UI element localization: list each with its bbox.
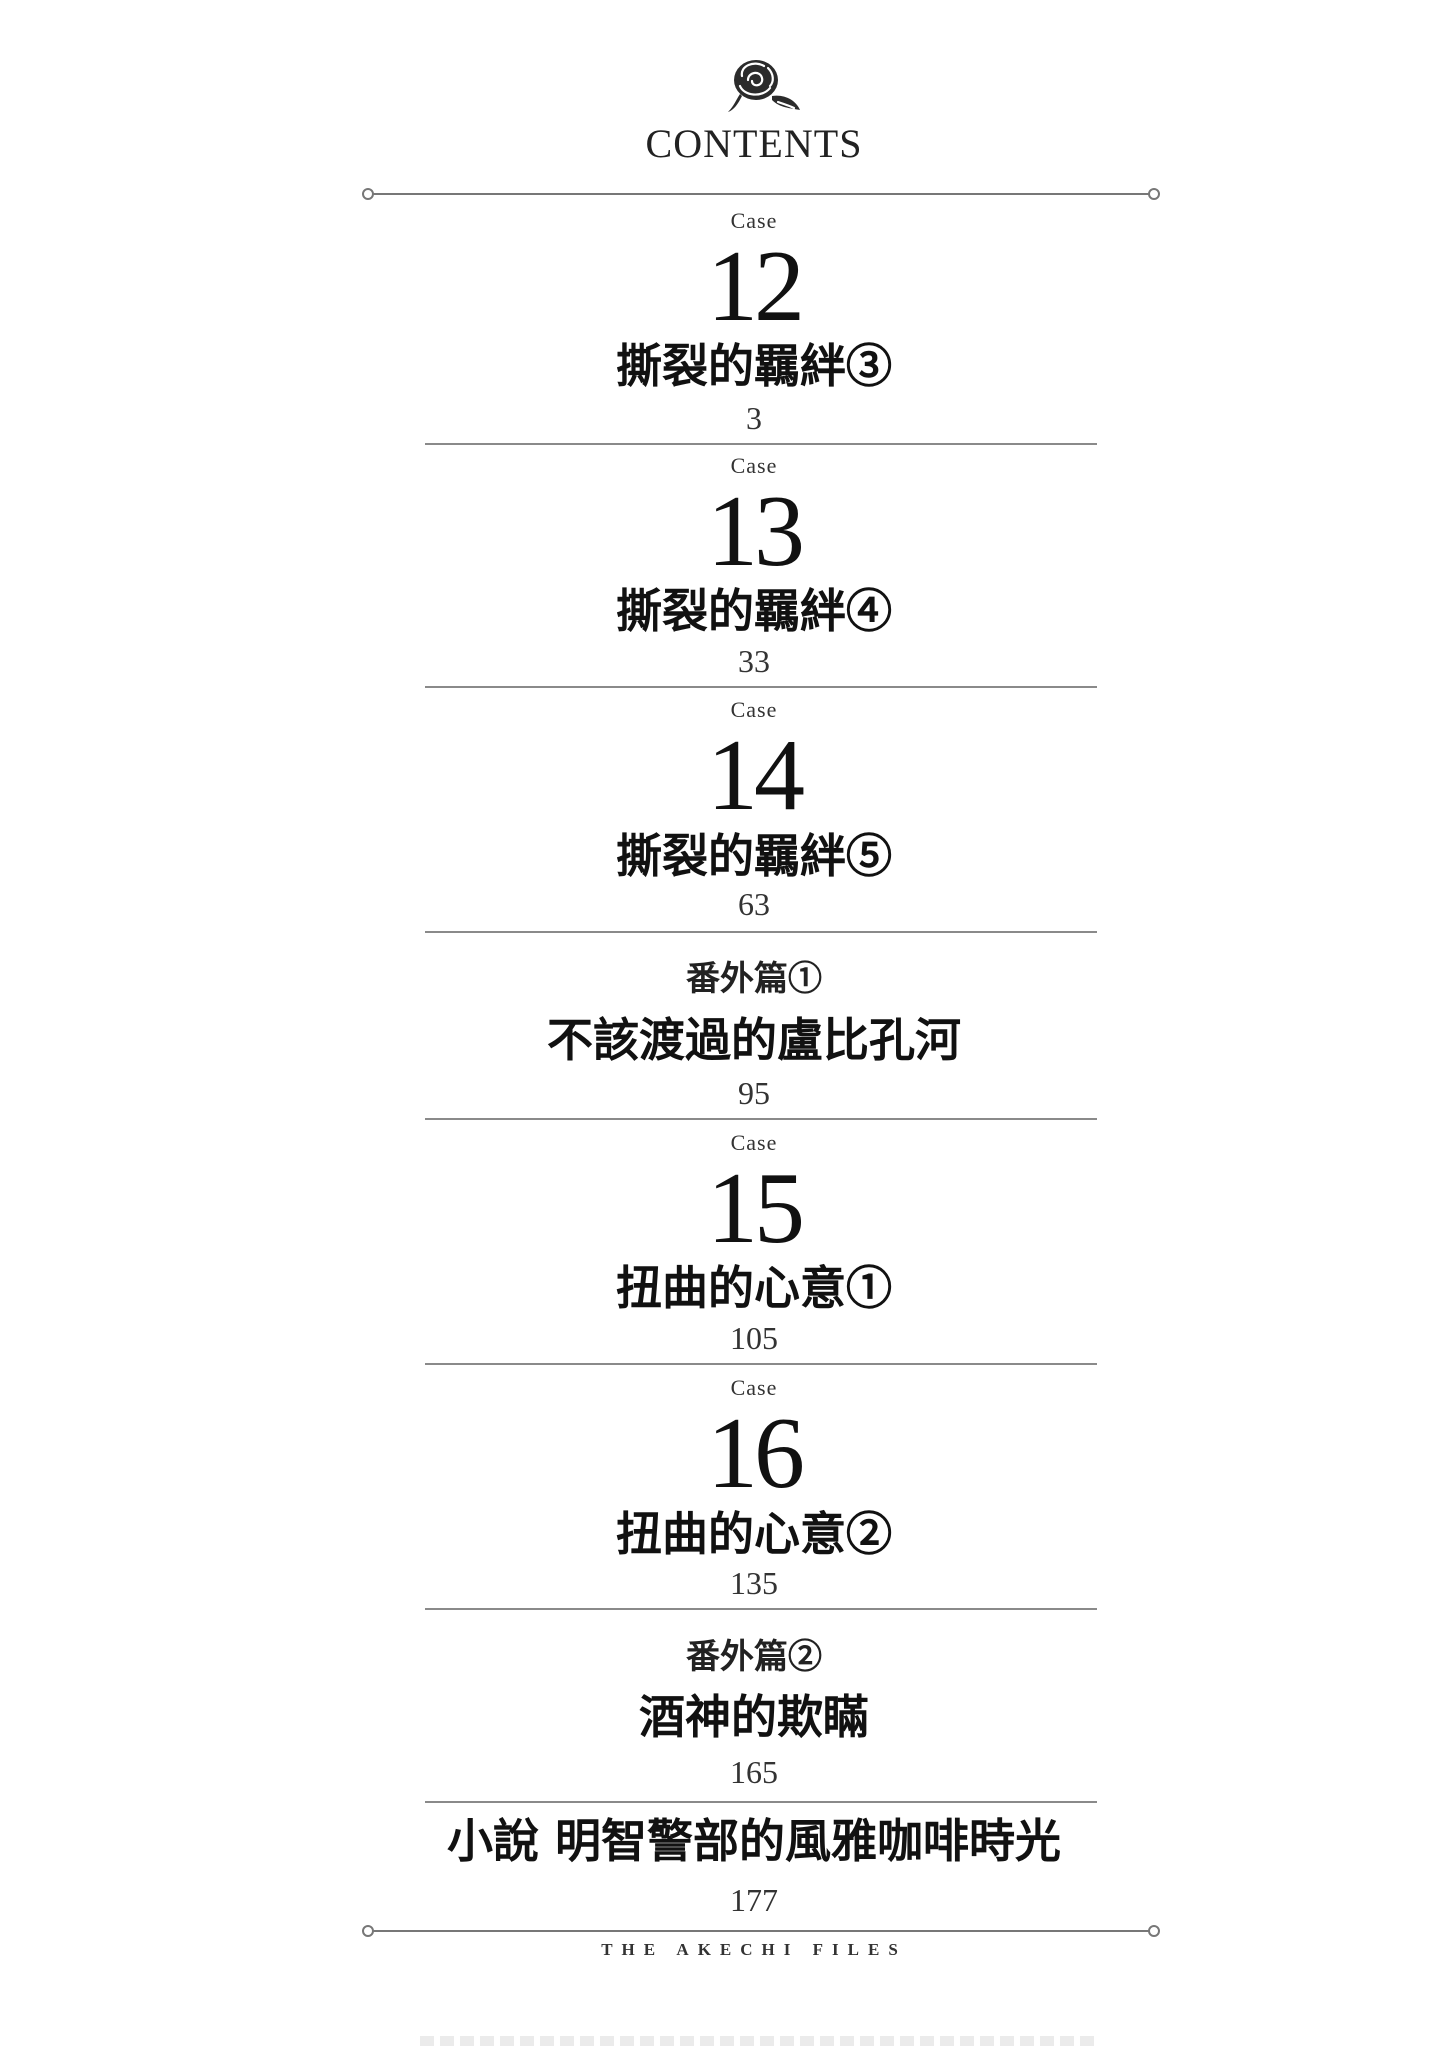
case-label: Case [730, 697, 778, 722]
rose-icon [728, 60, 800, 112]
divider [425, 1118, 1097, 1120]
series-footer: THE AKECHI FILES [601, 1940, 907, 1959]
chapter-title: 撕裂的羈絆⑤ [616, 829, 892, 883]
chapter-title: 酒神的欺瞞 [639, 1690, 869, 1744]
extra-label: 番外篇② [686, 1637, 822, 1677]
bleed-through-text [420, 2036, 1100, 2046]
case-number: 15 [707, 1152, 805, 1265]
case-label: Case [730, 1375, 778, 1400]
page-number: 177 [730, 1882, 778, 1918]
page-number: 105 [730, 1320, 778, 1356]
case-number: 16 [707, 1397, 805, 1510]
bottom-decorative-rule [362, 1925, 1160, 1937]
case-label: Case [730, 1130, 778, 1155]
case-label: Case [730, 208, 778, 233]
case-number: 12 [707, 230, 805, 343]
chapter-title: 不該渡過的盧比孔河 [547, 1013, 961, 1067]
case-number: 13 [707, 475, 805, 588]
page-number: 95 [738, 1075, 770, 1111]
contents-heading: CONTENTS [645, 121, 863, 166]
extra-label: 番外篇① [686, 959, 822, 999]
page-number: 135 [730, 1565, 778, 1601]
chapter-title: 扭曲的心意② [616, 1507, 892, 1561]
page-number: 33 [738, 643, 770, 679]
divider [425, 686, 1097, 688]
case-label: Case [730, 453, 778, 478]
chapter-title: 撕裂的羈絆④ [616, 584, 892, 638]
top-decorative-rule [362, 188, 1160, 200]
chapter-title: 小說 明智警部的風雅咖啡時光 [446, 1814, 1061, 1868]
page-number: 165 [730, 1754, 778, 1790]
chapter-title: 扭曲的心意① [616, 1261, 892, 1315]
divider [425, 1608, 1097, 1610]
divider [425, 443, 1097, 445]
divider [425, 931, 1097, 933]
divider [425, 1363, 1097, 1365]
chapter-title: 撕裂的羈絆③ [616, 339, 892, 393]
divider [425, 1801, 1097, 1803]
page-number: 63 [738, 886, 770, 922]
case-number: 14 [707, 719, 805, 832]
page-number: 3 [746, 400, 762, 436]
